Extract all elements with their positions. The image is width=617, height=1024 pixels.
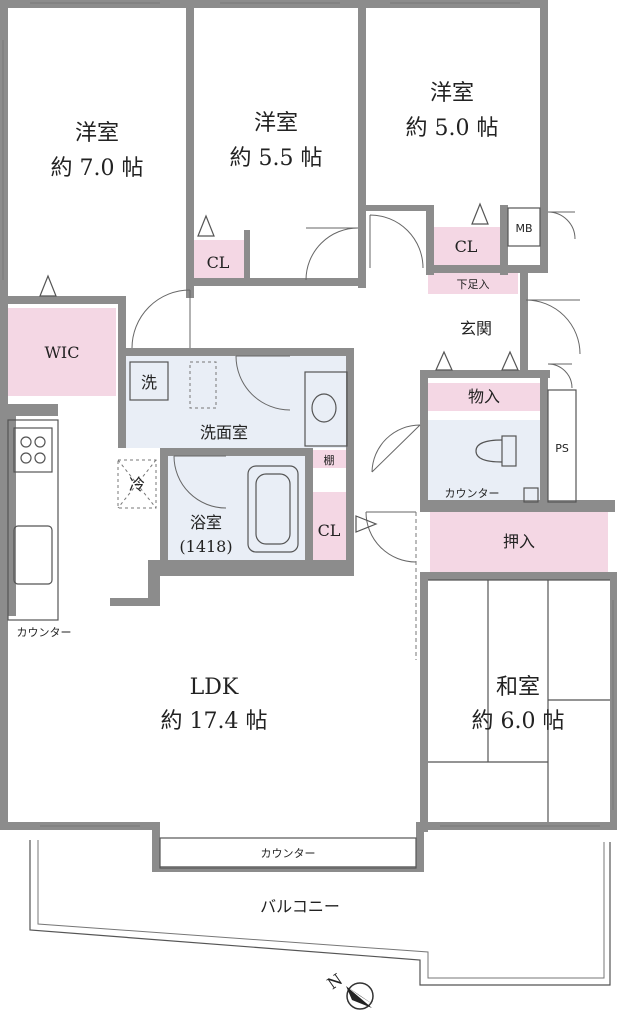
- western2-size: 約 5.5 帖: [230, 146, 323, 171]
- cl-label-1: CL: [207, 253, 230, 272]
- doors: [131, 211, 581, 563]
- western1-name: 洋室: [75, 121, 119, 146]
- vanity: [304, 371, 348, 447]
- toilet-tank: [501, 435, 517, 467]
- bathtub: [247, 465, 299, 553]
- ldk-size: 約 17.4 帖: [161, 709, 268, 734]
- compass-letter: N: [324, 970, 346, 994]
- closet-markers: [39, 202, 519, 533]
- ps-label: PS: [555, 442, 569, 455]
- shelf-fill: [312, 450, 347, 468]
- western2-name: 洋室: [254, 111, 298, 136]
- cl-label-2: CL: [318, 521, 341, 540]
- vanity-sink: [311, 393, 337, 423]
- oshiire-label: 押入: [503, 532, 535, 551]
- windows: [2, 2, 614, 827]
- western3-name: 洋室: [430, 81, 474, 106]
- interior-walls: [8, 8, 615, 832]
- shoe-box-label: 下足入: [457, 278, 490, 291]
- shelf-label: 棚: [324, 453, 335, 467]
- cl-fill-3: [433, 227, 501, 265]
- mb-label: MB: [515, 222, 532, 235]
- washroom-label: 洗面室: [200, 423, 248, 442]
- compass-icon: [346, 982, 374, 1010]
- western1-size: 約 7.0 帖: [51, 156, 144, 181]
- mb-box: [507, 207, 541, 247]
- bath-fill: [168, 456, 305, 560]
- kitchen-sink: [13, 525, 53, 585]
- entrance-label: 玄関: [460, 319, 492, 338]
- ldk-counter-outline: [159, 837, 417, 869]
- balcony-label: バルコニー: [260, 897, 340, 916]
- fridge-box: [117, 459, 157, 509]
- washroom-fill: [126, 356, 346, 448]
- kitchen-counter-label: カウンター: [17, 626, 72, 639]
- ps-box: [547, 389, 577, 503]
- cl-label-3: CL: [455, 237, 478, 256]
- western3-size: 約 5.0 帖: [406, 116, 499, 141]
- cl-fill-1: [194, 240, 244, 278]
- storeroom-label: 物入: [468, 387, 500, 406]
- toilet-bowl: [475, 439, 503, 463]
- washitsu-size: 約 6.0 帖: [472, 709, 565, 734]
- bath-name: 浴室: [190, 513, 222, 532]
- washer-label: 洗: [141, 373, 157, 392]
- storeroom-fill: [428, 383, 540, 411]
- shoe-box-fill: [428, 272, 518, 294]
- stove: [13, 427, 53, 473]
- washitsu-name: 和室: [496, 675, 540, 700]
- toilet-counter-label: カウンター: [445, 487, 500, 500]
- bath-size: (1418): [179, 537, 232, 556]
- oshiire-fill: [430, 512, 608, 572]
- ldk-name: LDK: [190, 675, 239, 700]
- tatami: [428, 579, 610, 822]
- fridge-label: 冷: [129, 475, 145, 494]
- washer-box: [129, 361, 169, 401]
- ldk-counter-label: カウンター: [261, 847, 316, 860]
- balcony-outline: [29, 840, 611, 986]
- cl-fill-2: [312, 492, 347, 568]
- kitchen-counter: [7, 419, 59, 621]
- wic-label: WIC: [44, 343, 79, 362]
- wic-fill: [8, 308, 116, 396]
- burner: [20, 436, 32, 448]
